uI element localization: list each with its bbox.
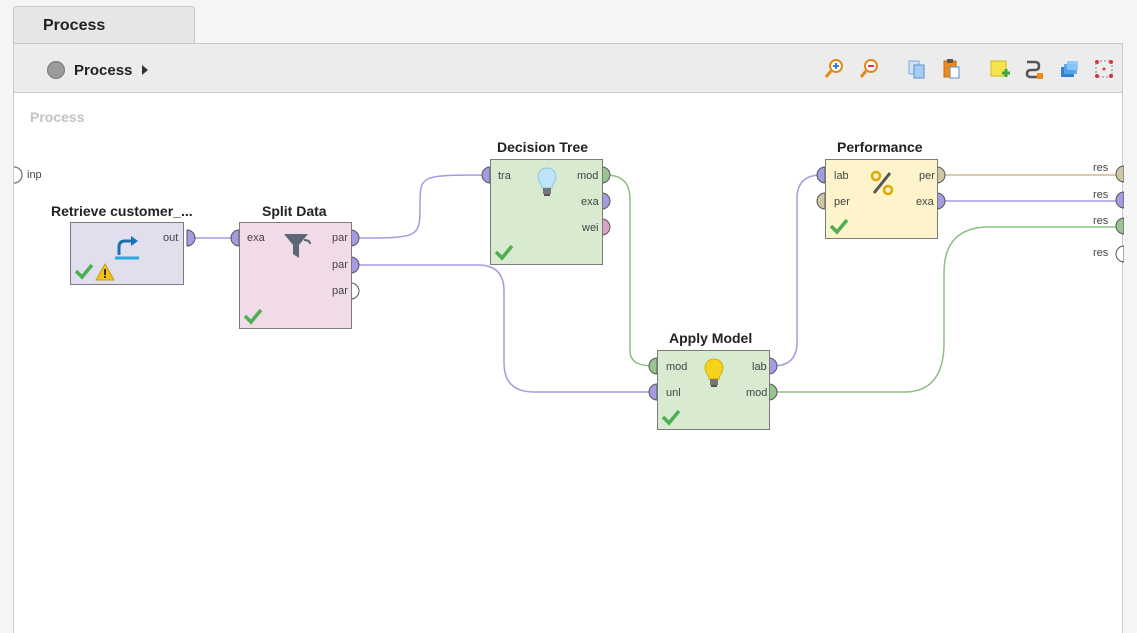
perf-in-lab-label: lab [834, 170, 849, 182]
tree-title: Decision Tree [497, 139, 589, 155]
wire-split-tree[interactable] [354, 174, 487, 239]
wire-apply-result[interactable] [773, 226, 1118, 393]
apply-in-mod-port[interactable] [648, 357, 658, 375]
fit-view-icon[interactable] [1093, 58, 1115, 80]
funnel-icon [284, 234, 311, 258]
decision-tree-operator[interactable]: tra mod exa wei [490, 159, 603, 265]
retrieve-out-port[interactable] [186, 229, 196, 247]
tree-out-mod-port[interactable] [601, 166, 611, 184]
zoom-out-icon[interactable] [859, 58, 881, 80]
paste-icon[interactable] [941, 58, 963, 80]
apply-out-mod-label: mod [746, 387, 768, 399]
process-input-port-label: inp [27, 169, 42, 181]
lightbulb-icon [537, 167, 557, 196]
tree-in-tra-label: tra [498, 170, 511, 182]
split-out-par1-label: par [332, 232, 348, 244]
auto-wire-icon[interactable] [1023, 58, 1045, 80]
apply-in-unl-port[interactable] [648, 383, 658, 401]
tree-out-mod-label: mod [577, 170, 599, 182]
split-out-par2-port[interactable] [350, 256, 360, 274]
wire-apply-perf[interactable] [772, 174, 822, 367]
check-icon [74, 263, 94, 280]
result-port-2[interactable] [1115, 191, 1124, 209]
result-port-3-label: res [1093, 215, 1109, 227]
result-port-4[interactable] [1115, 245, 1124, 263]
breadcrumb-arrow-icon[interactable] [142, 65, 149, 75]
warning-icon [95, 263, 115, 281]
tree-out-exa-port[interactable] [601, 192, 611, 210]
check-icon [829, 218, 849, 235]
add-note-icon[interactable] [989, 58, 1011, 80]
check-icon [243, 308, 263, 325]
retrieve-title: Retrieve customer_... [51, 203, 193, 219]
split-out-par3-label: par [332, 285, 348, 297]
retrieve-icon [115, 236, 139, 260]
process-tab[interactable]: Process [13, 6, 195, 43]
breadcrumb[interactable]: Process [47, 60, 149, 80]
perf-out-per-port[interactable] [936, 166, 946, 184]
apply-in-unl-label: unl [666, 387, 681, 399]
perf-in-lab-port[interactable] [816, 166, 826, 184]
split-title: Split Data [262, 203, 327, 219]
perf-out-per-label: per [919, 170, 935, 182]
apply-out-lab-port[interactable] [768, 357, 778, 375]
tree-out-exa-label: exa [581, 196, 599, 208]
split-out-par2-label: par [332, 259, 348, 271]
lightbulb-icon [704, 358, 724, 387]
result-port-1-label: res [1093, 162, 1109, 174]
process-tab-label: Process [43, 17, 106, 34]
split-in-exa-label: exa [247, 232, 265, 244]
percent-icon [870, 170, 894, 196]
apply-in-mod-label: mod [666, 361, 688, 373]
split-out-par3-port[interactable] [350, 282, 360, 300]
process-panel: Process Process [13, 43, 1124, 633]
perf-in-per-label: per [834, 196, 850, 208]
retrieve-out-label: out [163, 232, 179, 244]
zoom-in-icon[interactable] [824, 58, 846, 80]
apply-out-lab-label: lab [752, 361, 767, 373]
tree-out-wei-port[interactable] [601, 218, 611, 236]
connection-layer [14, 165, 1124, 401]
layers-icon[interactable] [1058, 58, 1080, 80]
wire-split-apply[interactable] [355, 264, 653, 393]
result-port-3[interactable] [1115, 217, 1124, 235]
perf-title: Performance [837, 139, 923, 155]
tree-out-wei-label: wei [582, 222, 599, 234]
copy-icon[interactable] [906, 58, 928, 80]
process-toolbar: Process [14, 44, 1122, 93]
process-root-icon [47, 61, 65, 79]
apply-title: Apply Model [669, 330, 753, 346]
split-out-par1-port[interactable] [350, 229, 360, 247]
wire-tree-apply[interactable] [605, 174, 654, 367]
result-port-1[interactable] [1115, 165, 1124, 183]
tree-in-tra-port[interactable] [481, 166, 491, 184]
perf-out-exa-port[interactable] [936, 192, 946, 210]
split-in-exa-port[interactable] [230, 229, 240, 247]
perf-out-exa-label: exa [916, 196, 934, 208]
result-port-4-label: res [1093, 247, 1109, 259]
split-data-operator[interactable]: exa par par par [239, 222, 352, 329]
apply-model-operator[interactable]: mod unl lab mod [657, 350, 770, 430]
apply-out-mod-port[interactable] [768, 383, 778, 401]
retrieve-operator[interactable]: out [70, 222, 184, 285]
check-icon [661, 409, 681, 426]
perf-in-per-port[interactable] [816, 192, 826, 210]
breadcrumb-label: Process [74, 61, 133, 79]
process-canvas[interactable]: Process [14, 93, 1124, 633]
result-port-2-label: res [1093, 189, 1109, 201]
check-icon [494, 244, 514, 261]
canvas-title: Process [30, 109, 85, 125]
performance-operator[interactable]: lab per per exa [825, 159, 938, 239]
